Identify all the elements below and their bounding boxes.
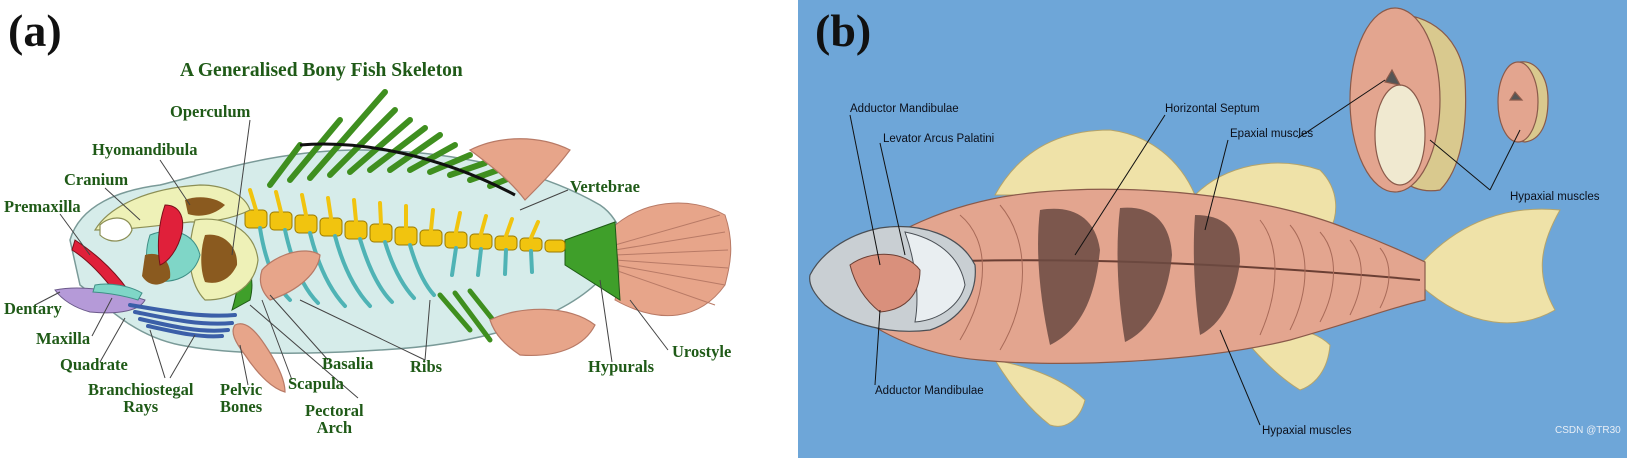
leader-lines [34, 119, 669, 399]
label-hypaxial-muscles-right: Hypaxial muscles [1510, 191, 1600, 203]
label-premaxilla: Premaxilla [4, 197, 81, 216]
soft-dorsal-fin [468, 138, 571, 201]
orbit [99, 217, 133, 242]
fish-skeleton-illustration [34, 89, 732, 399]
label-branchiostegal-rays: Branchiostegal Rays [88, 380, 194, 417]
label-levator-arcus-palatini: Levator Arcus Palatini [883, 133, 995, 145]
panel-b-label: (b) [815, 5, 872, 56]
panel-a-label: (a) [8, 5, 62, 56]
hyomandibula-bone [185, 197, 225, 216]
neural-spines [248, 188, 540, 240]
maxilla-bone [92, 283, 143, 301]
branchiostegal-rays [128, 303, 237, 339]
caudal-fin [1419, 208, 1561, 324]
label-hyomandibula: Hyomandibula [92, 140, 198, 159]
label-cranium: Cranium [64, 170, 129, 189]
label-basalia: Basalia [322, 354, 374, 373]
label-adductor-mandibulae-bottom: Adductor Mandibulae [875, 385, 984, 397]
label-maxilla: Maxilla [36, 329, 91, 348]
watermark: CSDN @TR30 [1555, 425, 1621, 436]
pelvic-fin [993, 359, 1086, 427]
label-operculum: Operculum [170, 102, 251, 121]
hypurals [564, 221, 621, 301]
pelvic-fin [232, 323, 286, 393]
label-pelvic-bones: Pelvic Bones [220, 380, 263, 417]
caudal-fin-rays [614, 214, 729, 306]
panel-b-leader-lines [849, 79, 1521, 426]
dorsal-membrane-line [299, 142, 516, 197]
label-hypurals: Hypurals [588, 357, 655, 376]
jaw-muscle [849, 253, 921, 313]
label-horizontal-septum: Horizontal Septum [1165, 103, 1260, 115]
label-adductor-mandibulae-top: Adductor Mandibulae [850, 103, 959, 115]
label-quadrate: Quadrate [60, 355, 128, 374]
label-urostyle: Urostyle [672, 342, 732, 361]
vertebral-column [244, 209, 566, 253]
red-suspensorium [157, 204, 184, 266]
haemal-spines [450, 246, 534, 277]
label-hypaxial-muscles-bottom: Hypaxial muscles [1262, 425, 1352, 437]
muscle-cavities [1038, 207, 1240, 345]
label-pectoral-arch: Pectoral Arch [305, 401, 364, 438]
label-dentary: Dentary [4, 299, 62, 318]
label-vertebrae: Vertebrae [570, 177, 640, 196]
operculum-brown [201, 234, 238, 283]
label-scapula: Scapula [288, 374, 344, 393]
label-ribs: Ribs [410, 357, 443, 376]
cross-section-large [1349, 7, 1467, 193]
anal-fin-soft [489, 308, 596, 357]
myomere-lines [959, 204, 1390, 351]
label-epaxial-muscles: Epaxial muscles [1230, 128, 1314, 140]
pectoral-fin [259, 250, 321, 301]
cross-section-small [1497, 61, 1549, 143]
diagram-title: A Generalised Bony Fish Skeleton [180, 60, 463, 81]
